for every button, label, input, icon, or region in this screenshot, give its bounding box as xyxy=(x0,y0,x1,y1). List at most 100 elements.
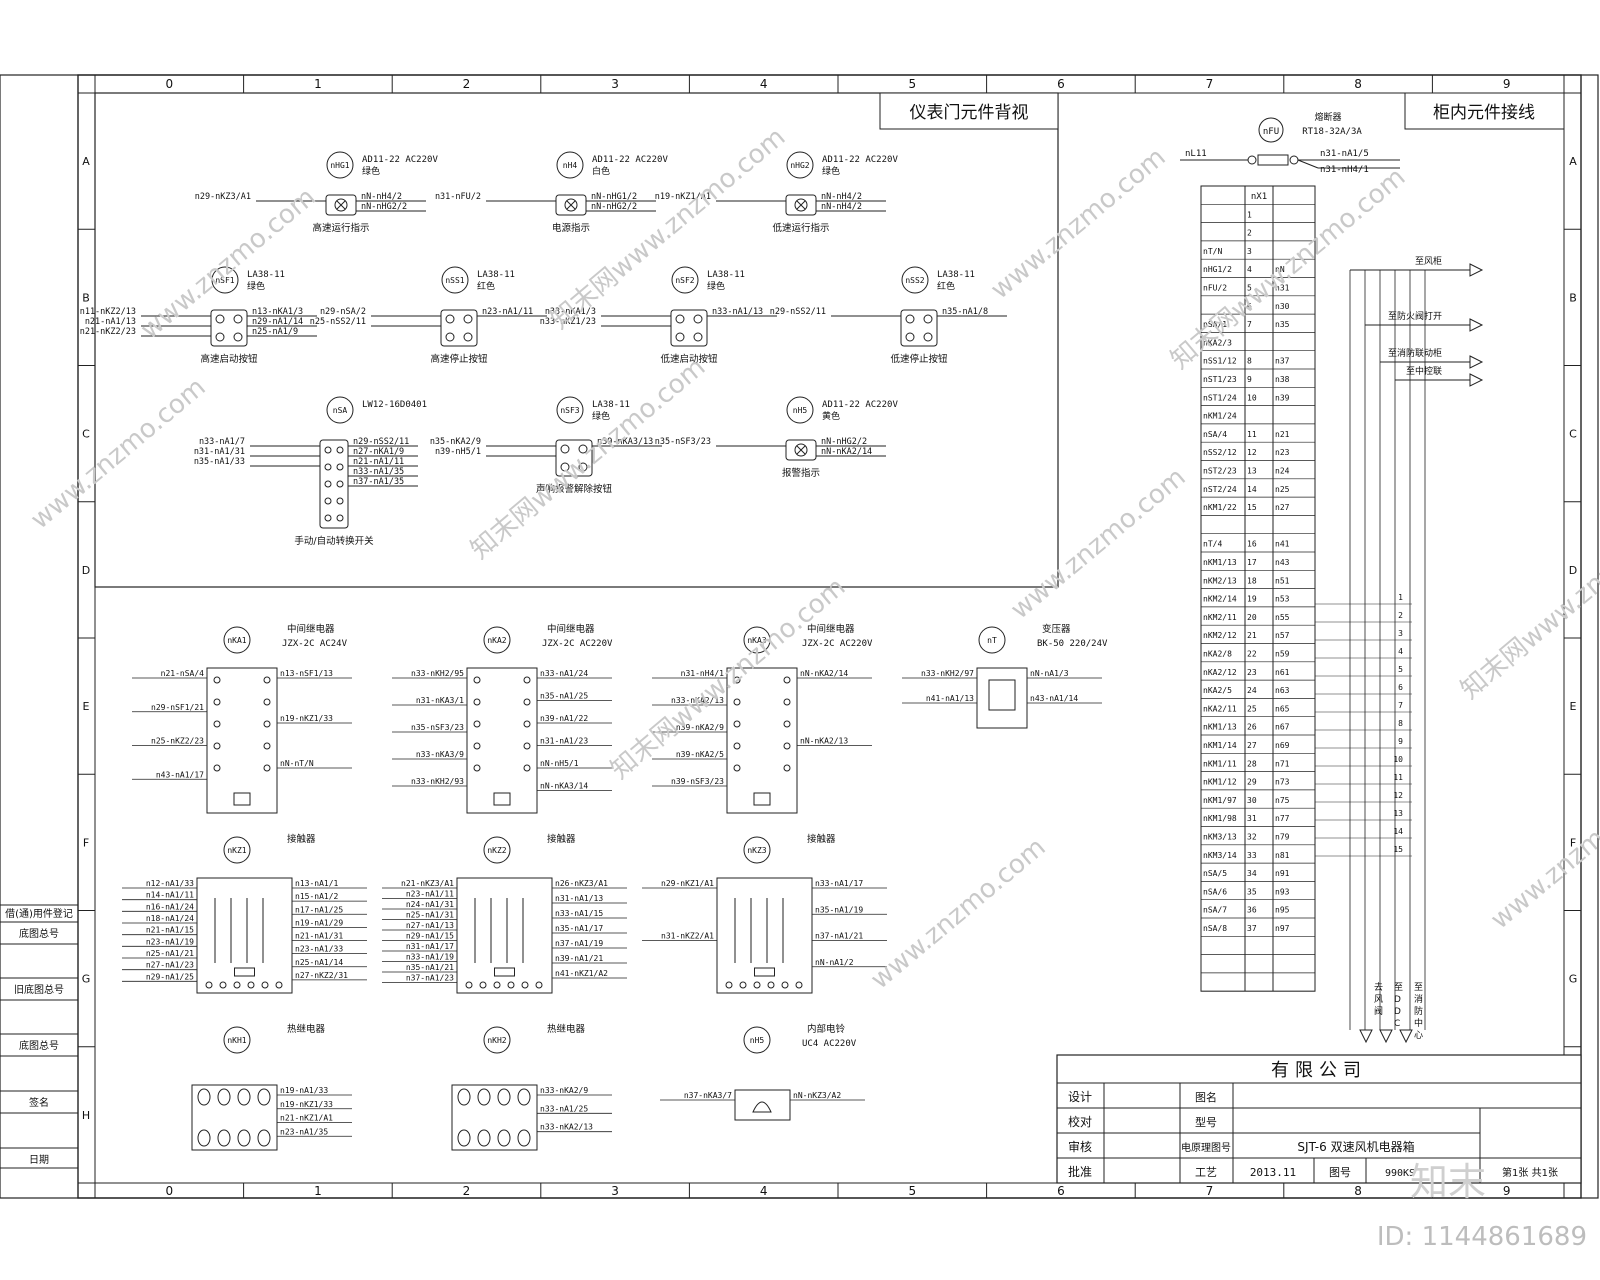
terminal-right: n67 xyxy=(1275,723,1290,732)
image-id: ID: 1144861689 xyxy=(1377,1222,1587,1252)
fuse-tag: nFU xyxy=(1263,127,1279,137)
device-model: UC4 AC220V xyxy=(802,1039,857,1049)
device-label: 内部电铃 xyxy=(807,1023,846,1035)
wire-label: nN-nKA2/14 xyxy=(800,669,848,678)
terminal-number: 19 xyxy=(1247,595,1257,604)
terminal-number: 1 xyxy=(1247,210,1252,219)
terminal-left: nSA/1 xyxy=(1203,320,1227,329)
component-caption: 手动/自动转换开关 xyxy=(294,535,374,547)
wire-number: 11 xyxy=(1393,773,1403,782)
terminal-right: n43 xyxy=(1275,558,1290,567)
strip-label: 签名 xyxy=(29,1096,49,1109)
terminal-right: n71 xyxy=(1275,759,1290,768)
column-marker: 4 xyxy=(760,1184,768,1198)
terminal-number: 24 xyxy=(1247,686,1257,695)
wire-label: n21-nA1/11 xyxy=(353,457,404,467)
wire-label: n19-nKZ1/A1 xyxy=(655,192,711,202)
wire-label: n33-nKZ1/23 xyxy=(540,317,596,327)
wire-label: n19-nKZ1/33 xyxy=(280,1100,333,1109)
terminal-left: nKM2/11 xyxy=(1203,613,1237,622)
terminal-left: nKA2/11 xyxy=(1203,704,1237,713)
sheet-number: 第1张 共1张 xyxy=(1502,1166,1558,1179)
wire-label: n31-nA1/13 xyxy=(555,894,603,903)
panel-front-title: 仪表门元件背视 xyxy=(910,103,1029,123)
column-marker: 7 xyxy=(1206,1184,1214,1198)
tb-row-label: 设计 xyxy=(1068,1090,1092,1104)
strip-label: 借(通)用件登记 xyxy=(5,907,73,920)
bottom-label: 风 xyxy=(1374,994,1383,1005)
terminal-right: n93 xyxy=(1275,887,1290,896)
terminal-right: n38 xyxy=(1275,375,1290,384)
wire-label: n27-nKA1/9 xyxy=(353,447,404,457)
terminal-left: nT/4 xyxy=(1203,540,1222,549)
watermark-text: 知末网www.znzmo.com xyxy=(1455,492,1600,705)
terminal-right: n37 xyxy=(1275,357,1290,366)
wire-label: n33-nA1/19 xyxy=(406,953,454,962)
wire-number: 5 xyxy=(1398,665,1403,674)
terminal-row: nKM1/24 xyxy=(1203,412,1237,421)
column-marker: 9 xyxy=(1503,77,1511,91)
wire-label: n27-nA1/23 xyxy=(146,961,194,970)
terminal-right: n31 xyxy=(1275,284,1290,293)
wire-label: n31-nA1/23 xyxy=(540,737,588,746)
terminal-number: 13 xyxy=(1247,467,1257,476)
column-marker: 0 xyxy=(165,1184,173,1198)
wire-label: n31-nA1/31 xyxy=(194,447,245,457)
wire-label: n17-nA1/25 xyxy=(295,905,343,914)
terminal-row: nKA2/3 xyxy=(1203,338,1232,347)
component-tag: nSF3 xyxy=(560,406,579,415)
wire-label: n39-nSF3/23 xyxy=(671,777,724,786)
terminal-left: nKM1/13 xyxy=(1203,558,1237,567)
device: nKZ2接触器n21-nKZ3/A1n23-nA1/11n24-nA1/31n2… xyxy=(382,833,627,994)
terminal-left: nKA2/3 xyxy=(1203,338,1232,347)
component-model: AD11-22 AC220V xyxy=(592,155,668,165)
terminal-number: 3 xyxy=(1247,247,1252,256)
wire-label: n37-nA1/21 xyxy=(815,932,863,941)
wire-label: n21-nKZ2/23 xyxy=(80,327,136,337)
wire-label: n41-nA1/13 xyxy=(926,694,974,703)
terminal-number: 12 xyxy=(1247,448,1257,457)
wire-number: 1 xyxy=(1398,593,1403,602)
wire-label: n13-nKA1/3 xyxy=(252,307,303,317)
terminal-right: n79 xyxy=(1275,833,1290,842)
wire-label: n13-nSF1/13 xyxy=(280,669,333,678)
front-component: nSALW12-16D0401n33-nA1/7n31-nA1/31n35-nA… xyxy=(194,396,427,547)
device: nKZ3接触器n29-nKZ1/A1n31-nKZ2/A1n33-nA1/17n… xyxy=(642,833,887,994)
watermark-text: www.znzmo.com xyxy=(1005,462,1191,625)
terminal-left: nKM1/98 xyxy=(1203,814,1237,823)
wire-label: n29-nA1/14 xyxy=(252,317,303,327)
row-marker: D xyxy=(82,564,90,577)
wire-label: n33-nKH2/97 xyxy=(921,669,974,678)
terminal-number: 33 xyxy=(1247,851,1257,860)
wire-number: 13 xyxy=(1393,809,1403,818)
wire-label: n33-nA1/15 xyxy=(555,909,603,918)
fuse-output: n31-nA1/5 xyxy=(1320,149,1369,159)
terminal-left: nST2/23 xyxy=(1203,467,1237,476)
wire-label: n39-nA1/22 xyxy=(540,714,588,723)
device-model: JZX-2C AC24V xyxy=(282,639,348,649)
terminal-right: n95 xyxy=(1275,906,1290,915)
wire-label: n35-nA1/21 xyxy=(406,963,454,972)
wire-label: n18-nA1/24 xyxy=(146,914,194,923)
wire-label: n39-nKA2/5 xyxy=(676,750,724,759)
wire-label: n24-nA1/31 xyxy=(406,900,454,909)
strip-label: 日期 xyxy=(29,1154,49,1166)
component-note: 白色 xyxy=(592,165,610,177)
terminal-right: n30 xyxy=(1275,302,1290,311)
bottom-label: 阀 xyxy=(1374,1006,1383,1017)
wire-label: n25-nSS2/11 xyxy=(310,317,366,327)
